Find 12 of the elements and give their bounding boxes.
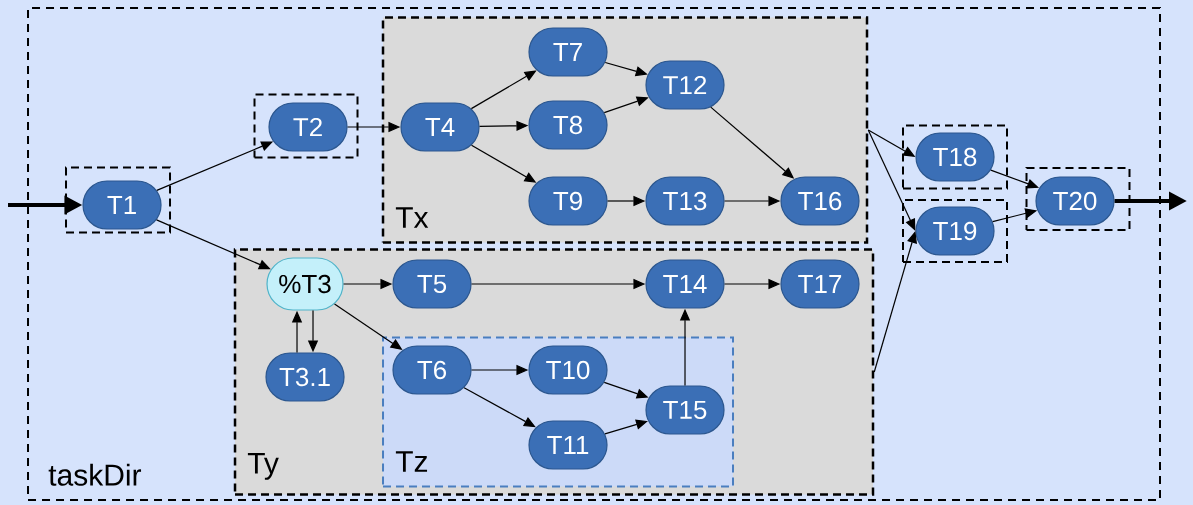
arrow	[873, 231, 917, 373]
task-pill: %T3	[266, 257, 344, 311]
dashed-box	[65, 166, 171, 234]
dashed-box	[902, 124, 1008, 190]
arrow	[867, 129, 916, 231]
arrow	[463, 387, 536, 428]
dashed-box	[1025, 167, 1131, 231]
dashed-box	[253, 93, 359, 159]
arrow	[604, 419, 648, 435]
arrow	[155, 219, 271, 270]
task-pill: T18	[915, 132, 995, 182]
dashed-box	[902, 199, 1008, 263]
